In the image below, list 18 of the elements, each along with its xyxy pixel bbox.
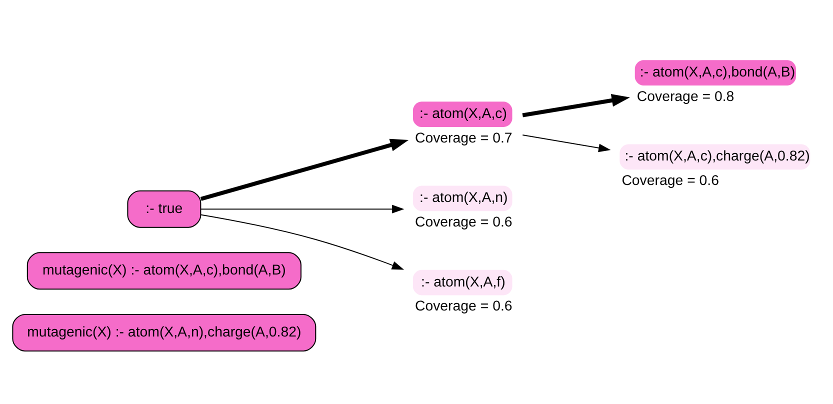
arrow bbox=[522, 134, 611, 152]
arrow bbox=[200, 138, 409, 200]
node-label: Coverage = 0.6 bbox=[622, 172, 720, 188]
node-box: :- atom(X,A,n) bbox=[412, 185, 512, 211]
node-box: :- atom(X,A,c) bbox=[412, 101, 512, 126]
node-box: :- true bbox=[127, 190, 202, 228]
node-label: Coverage = 0.8 bbox=[636, 88, 734, 104]
arrow bbox=[522, 94, 630, 117]
node-label: Coverage = 0.6 bbox=[414, 298, 512, 314]
arrow bbox=[200, 214, 404, 270]
node-box: :- atom(X,A,f) bbox=[412, 269, 512, 295]
node-label: Coverage = 0.6 bbox=[414, 214, 512, 230]
node-box: :- atom(X,A,c),bond(A,B) bbox=[634, 60, 796, 85]
node-box: mutagenic(X) :- atom(X,A,n),charge(A,0.82) bbox=[12, 313, 316, 351]
node-label: Coverage = 0.7 bbox=[414, 130, 512, 146]
node-box: mutagenic(X) :- atom(X,A,c),bond(A,B) bbox=[26, 252, 302, 290]
arrow bbox=[200, 204, 404, 213]
node-box: :- atom(X,A,c),charge(A,0.82) bbox=[620, 144, 810, 170]
